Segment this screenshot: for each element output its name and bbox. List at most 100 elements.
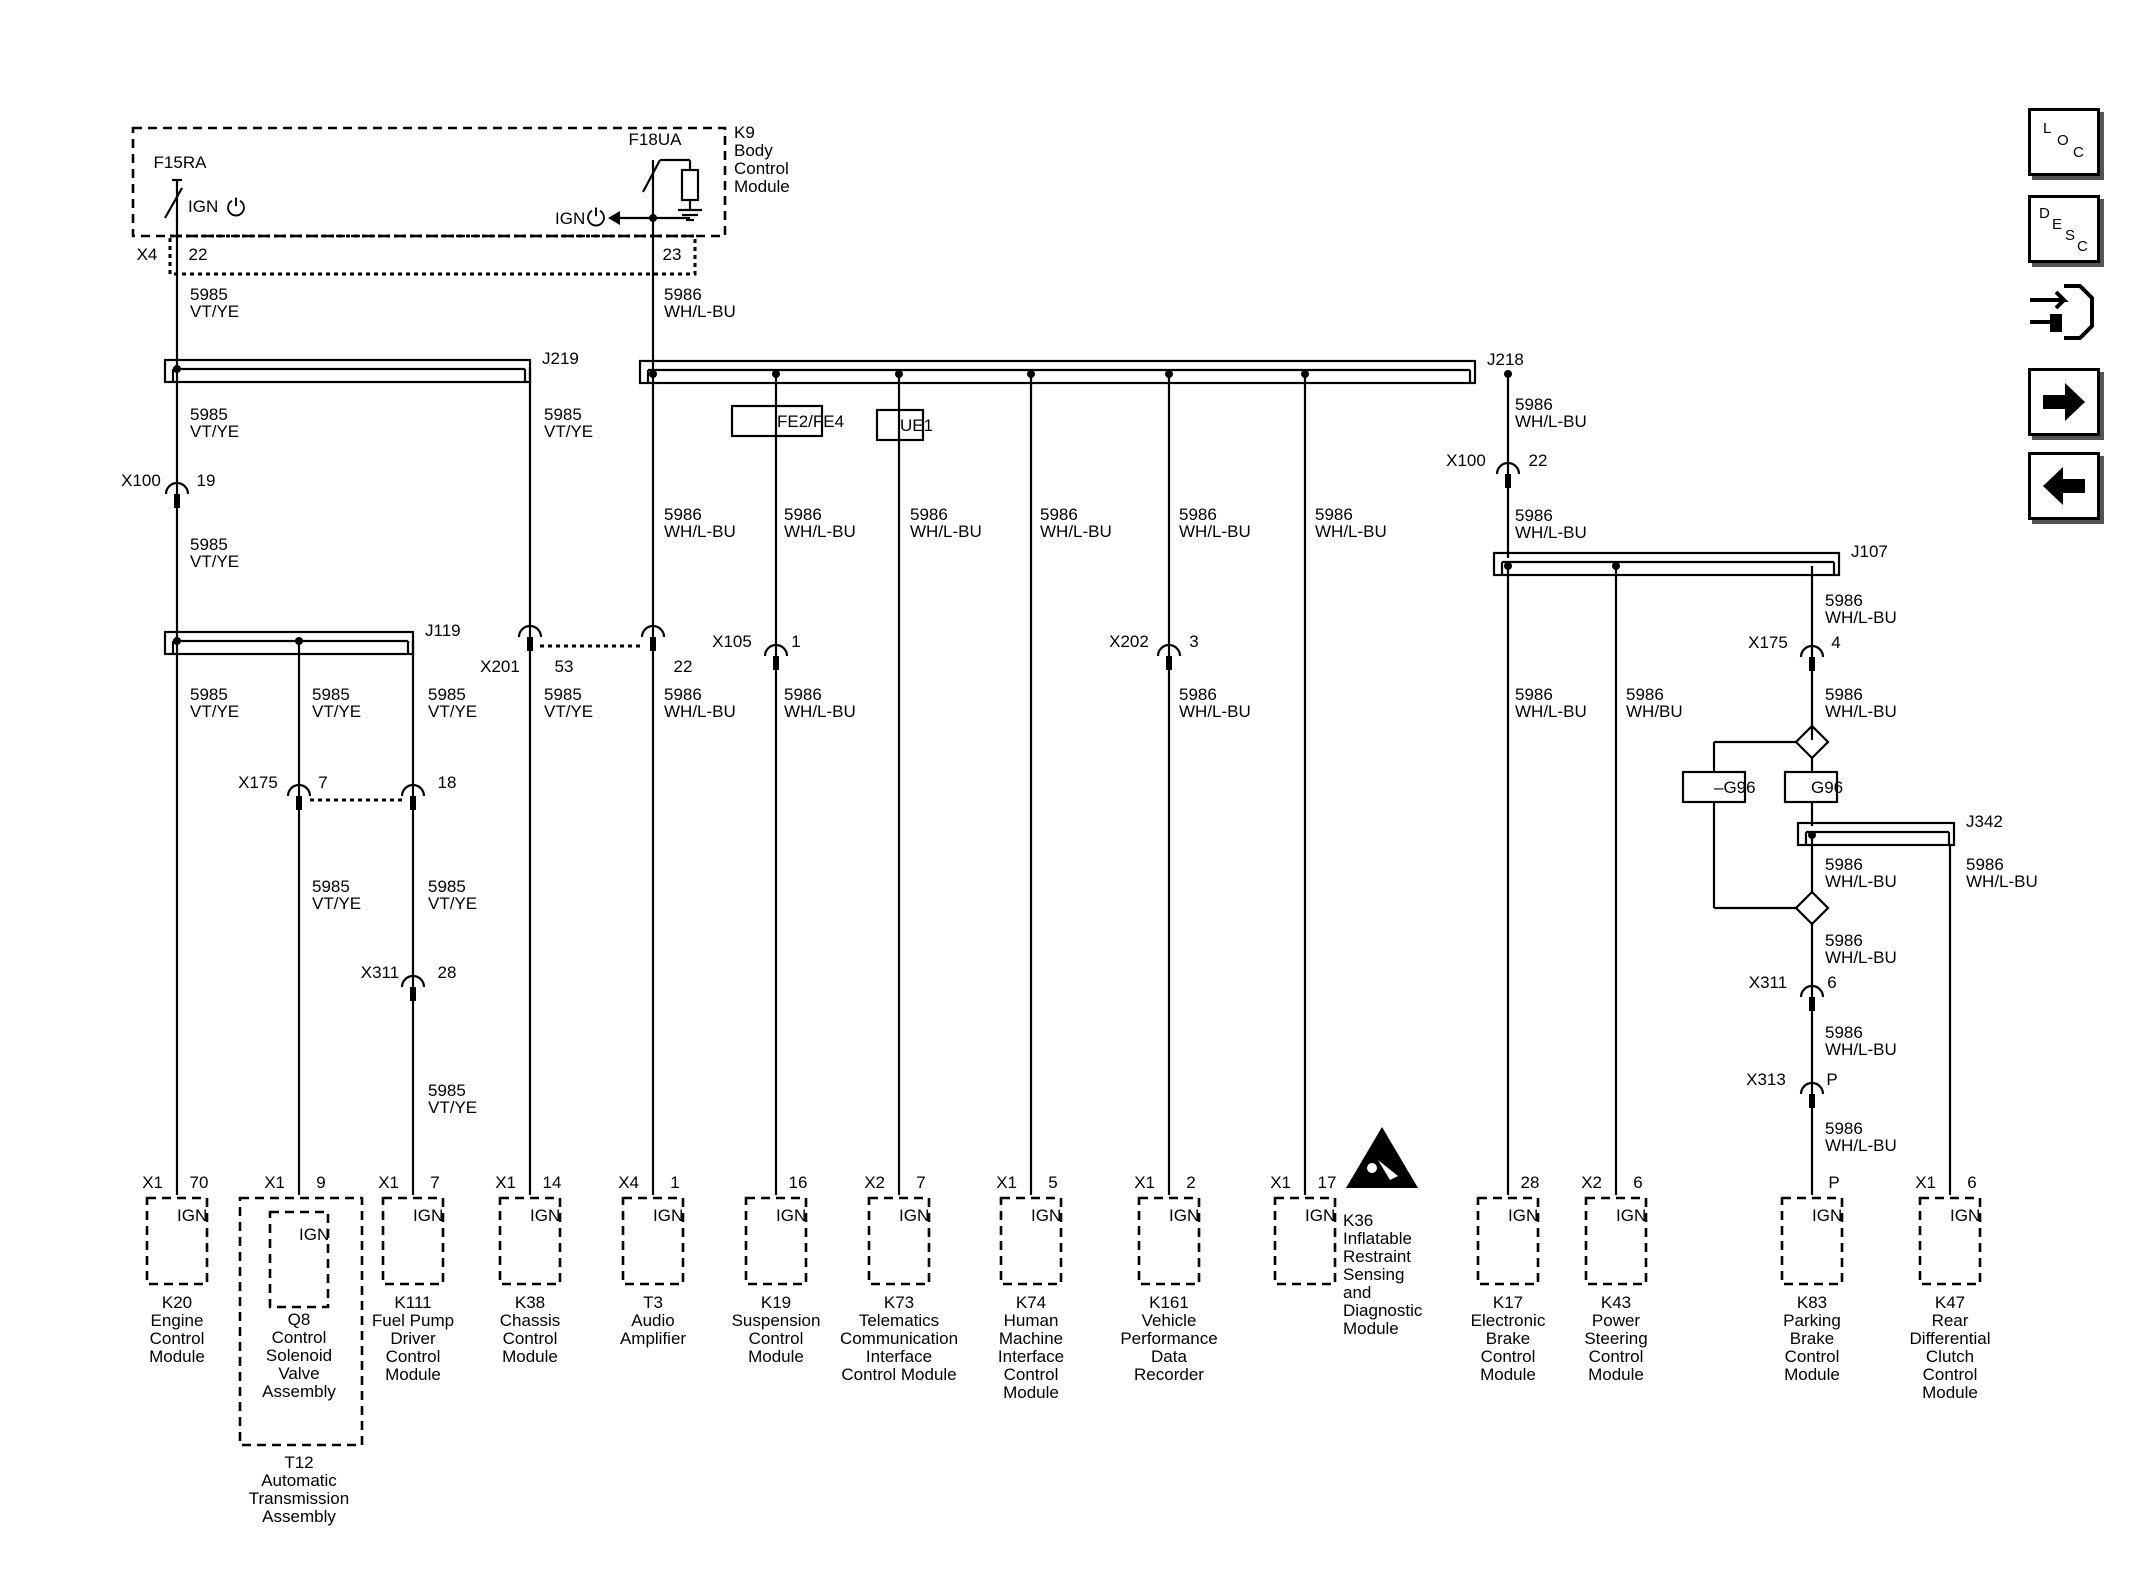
module-ign-label: IGN [1616,1206,1646,1225]
inline-connector-male [1166,656,1172,670]
module-connector-label: X1 [264,1173,285,1192]
module-connector-label: X1 [142,1173,163,1192]
bcm-name: Body [734,141,773,160]
wire-color-label: WH/L-BU [1825,1040,1897,1059]
module-name: Control [1481,1347,1536,1366]
pin-label: 1 [791,632,800,651]
module-name: Control [503,1329,558,1348]
output-arrow-head [608,211,620,225]
module-name: Steering [1584,1329,1647,1348]
module-connector-label: X4 [618,1173,639,1192]
module-connector-label: X1 [996,1173,1017,1192]
wire-circuit-label: 5986 [1179,685,1217,704]
module-connector-label: X1 [1915,1173,1936,1192]
inline-connector-male [1809,997,1815,1011]
option-label: FE2/FE4 [777,412,844,431]
loc-letter-l: L [2043,120,2051,137]
wire-circuit-label: 5985 [190,405,228,424]
wire-circuit-label: 5985 [544,405,582,424]
pin-label: 22 [674,657,693,676]
module-outline [1476,1196,1540,1286]
module-pin-label: 7 [430,1173,439,1192]
module-ign-label: IGN [1508,1206,1538,1225]
assembly-name: Automatic [261,1471,337,1490]
desc-letter-d: D [2039,205,2050,222]
module-name: Recorder [1134,1365,1204,1384]
module-name: K43 [1601,1293,1631,1312]
module-name: Interface [998,1347,1064,1366]
module-connector-label: X1 [378,1173,399,1192]
module-name: Chassis [500,1311,560,1330]
loc-letter-c: C [2073,144,2084,161]
pin-label: 3 [1189,632,1198,651]
module-name: Module [1003,1383,1059,1402]
splice-bar [1492,551,1841,577]
option-box [730,404,824,438]
inline-connector-male [650,637,656,651]
splice-label: J218 [1487,350,1524,369]
next-page-arrow-icon [2043,383,2085,421]
module-name: Module [1343,1319,1399,1338]
module-outline [1780,1196,1844,1286]
next-page-button[interactable] [2028,368,2100,436]
wire-circuit-label: 5986 [784,505,822,524]
module-name: Sensing [1343,1265,1404,1284]
module-name: Restraint [1343,1247,1411,1266]
connector-label: X311 [1749,973,1787,992]
inline-connector-female [1156,643,1182,657]
pin-label: 6 [1827,973,1836,992]
inline-connector-male [1505,474,1511,488]
pin-label: P [1826,1070,1837,1089]
connector-end-view-button[interactable] [2024,282,2100,344]
module-name: Communication [840,1329,958,1348]
wire-color-label: WH/L-BU [664,522,736,541]
module-q8-outline [268,1210,330,1309]
module-name: K20 [162,1293,192,1312]
module-name: Power [1592,1311,1641,1330]
wire-circuit-label: 5985 [428,685,466,704]
wire-circuit-label: 5986 [1825,1119,1863,1138]
option-label: G96 [1811,778,1843,797]
module-ign-label: IGN [899,1206,929,1225]
assembly-t12-outline [238,1196,364,1447]
wire-circuit-label: 5985 [312,877,350,896]
location-view-button[interactable]: L O C [2028,108,2100,176]
module-outline [744,1196,808,1286]
module-outline [1584,1196,1648,1286]
power-icon: ⏻ [587,205,606,232]
pin-label: 22 [189,245,208,264]
wire-circuit-label: 5986 [1179,505,1217,524]
module-name: K47 [1935,1293,1965,1312]
wire-circuit-label: 5986 [1626,685,1664,704]
splice-bar [638,359,1477,385]
inline-connector-male [773,656,779,670]
wire-color-label: WH/L-BU [1515,523,1587,542]
module-name: Clutch [1926,1347,1974,1366]
module-name: Vehicle [1142,1311,1197,1330]
wire-circuit-label: 5985 [312,685,350,704]
module-name: Assembly [262,1382,336,1401]
module-name: Machine [999,1329,1063,1348]
inline-connector-female [400,783,426,797]
module-name: Audio [631,1311,674,1330]
wire-color-label: WH/L-BU [1825,872,1897,891]
switch-blade [164,187,183,219]
module-name: Control [749,1329,804,1348]
module-name: Module [1922,1383,1978,1402]
bcm-ign-label: IGN [188,197,218,216]
loc-letter-o: O [2057,132,2069,149]
previous-page-button[interactable] [2028,452,2100,520]
module-name: K38 [515,1293,545,1312]
inline-connector-female [517,624,543,638]
airbag-warning-icon [1346,1127,1418,1188]
module-name: Electronic [1471,1311,1546,1330]
description-view-button[interactable]: D E S C [2028,195,2100,263]
module-name: Parking [1783,1311,1841,1330]
wire-circuit-label: 5986 [1515,685,1553,704]
module-pin-label: 6 [1967,1173,1976,1192]
module-outline [498,1196,562,1286]
module-pin-label: 7 [916,1173,925,1192]
wire-color-label: WH/L-BU [1040,522,1112,541]
option-box [875,408,925,442]
